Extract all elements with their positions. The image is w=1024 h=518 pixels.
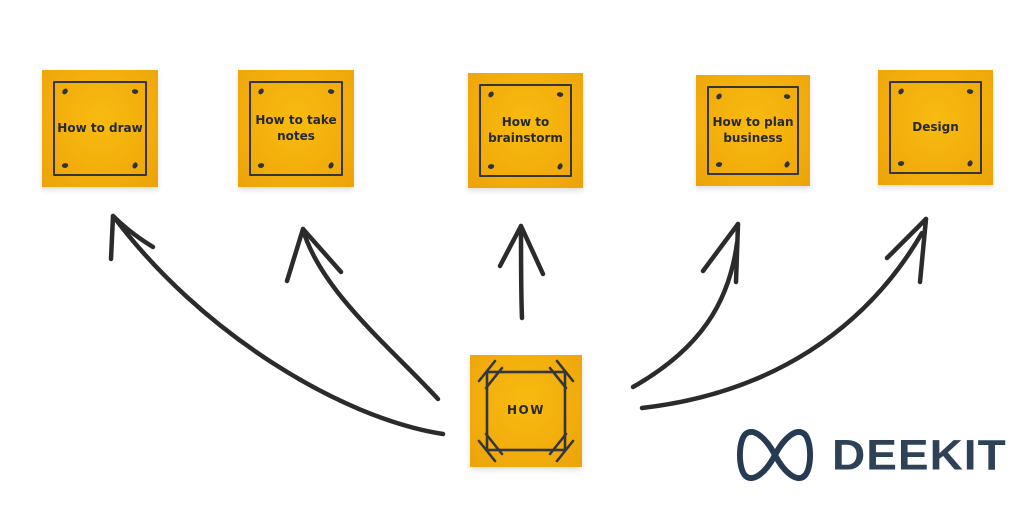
note-label: HOW bbox=[507, 403, 545, 418]
deekit-wordmark: DEEKIT bbox=[832, 431, 1007, 479]
note-frame: Design bbox=[889, 81, 982, 174]
sticky-note-how-to-take-notes[interactable]: How to take notes bbox=[238, 70, 354, 187]
sticky-note-design[interactable]: Design bbox=[878, 70, 993, 185]
deekit-logo: DEEKIT bbox=[733, 422, 1007, 488]
note-frame: How to take notes bbox=[249, 81, 343, 176]
sticky-note-how[interactable]: HOW bbox=[470, 355, 582, 467]
infinity-logo-icon bbox=[736, 429, 814, 481]
note-frame-hatched bbox=[477, 359, 575, 463]
note-frame: How to brainstorm bbox=[479, 84, 572, 177]
note-label: How to take notes bbox=[255, 112, 337, 143]
sticky-note-how-to-plan-business[interactable]: How to plan business bbox=[696, 75, 810, 186]
arrow-design[interactable] bbox=[639, 216, 929, 411]
note-frame: How to plan business bbox=[707, 86, 799, 175]
note-label: Design bbox=[912, 119, 959, 134]
sticky-note-how-to-draw[interactable]: How to draw bbox=[42, 70, 158, 187]
note-frame: How to draw bbox=[53, 81, 147, 176]
arrow-how-to-take-notes[interactable] bbox=[284, 226, 441, 402]
sticky-note-how-to-brainstorm[interactable]: How to brainstorm bbox=[468, 73, 583, 188]
arrow-how-to-draw[interactable] bbox=[108, 213, 446, 437]
arrow-how-to-plan-business[interactable] bbox=[630, 221, 741, 390]
note-label: How to brainstorm bbox=[488, 114, 563, 145]
arrow-how-to-brainstorm[interactable] bbox=[497, 223, 546, 321]
note-label: How to plan business bbox=[712, 114, 794, 145]
note-label: How to draw bbox=[57, 120, 143, 135]
